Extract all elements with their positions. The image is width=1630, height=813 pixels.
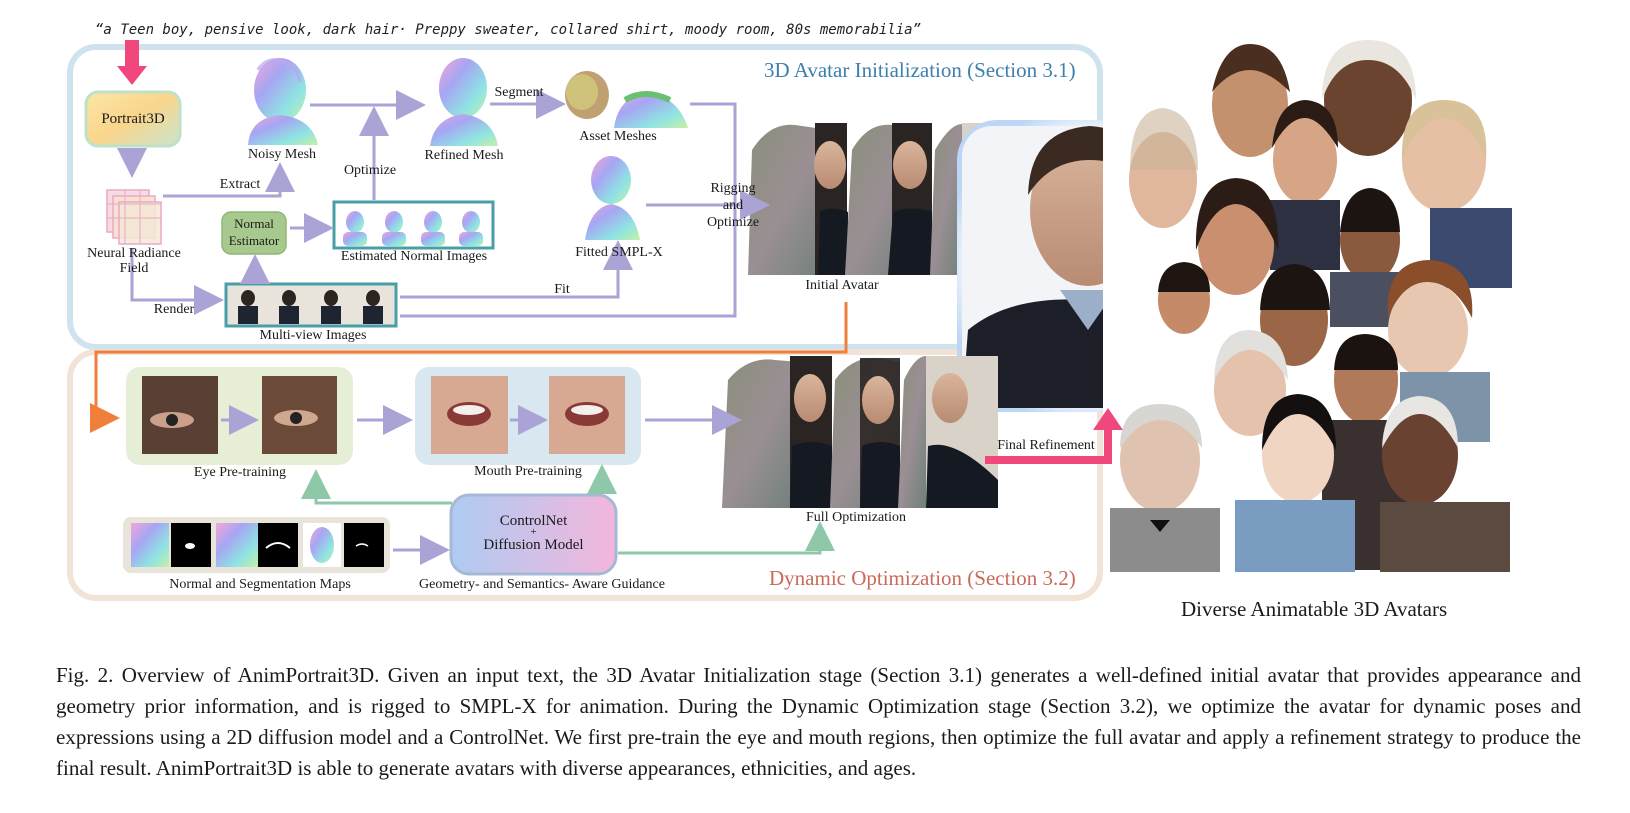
asset-meshes-label: Asset Meshes	[579, 129, 657, 144]
multiview-heads	[238, 290, 383, 324]
edge-extract: Extract	[219, 177, 261, 192]
edge-segment: Segment	[494, 85, 544, 100]
edge-optimize: Optimize	[343, 163, 397, 178]
noisy-mesh-image	[248, 58, 318, 145]
green-arrows	[301, 464, 835, 555]
portrait3d-node	[84, 90, 182, 148]
asset-meshes-image	[565, 71, 688, 128]
prompt-arrow-shaft	[125, 40, 139, 68]
normal-seg-maps-label: Normal and Segmentation Maps	[169, 577, 351, 592]
fitted-smplx-label: Fitted SMPL-X	[575, 245, 663, 260]
initial-avatar-label: Initial Avatar	[805, 278, 879, 293]
final-refinement-label: Final Refinement	[997, 438, 1095, 453]
refined-mesh-label: Refined Mesh	[424, 148, 504, 163]
mouth-pretraining-label: Mouth Pre-training	[474, 464, 582, 479]
edge-render: Render	[153, 302, 195, 317]
guidance-label: Geometry- and Semantics- Aware Guidance	[419, 577, 665, 592]
purple-arrows	[117, 89, 770, 565]
controlnet-diffusion-box	[449, 493, 618, 576]
diverse-avatars-title: Diverse Animatable 3D Avatars	[1181, 597, 1448, 621]
final-refinement-arrow	[985, 425, 1112, 464]
edge-fit: Fit	[554, 282, 570, 297]
final-refinement-arrowhead	[1093, 408, 1123, 430]
prompt-text: “a Teen boy, pensive look, dark hair· Pr…	[95, 22, 922, 38]
full-optimization-label: Full Optimization	[806, 510, 906, 525]
estimated-normals-heads	[343, 211, 483, 246]
edge-rigging: Rigging and Optimize	[706, 181, 760, 230]
full-optimization-image	[722, 356, 998, 508]
figure-caption: Fig. 2. Overview of AnimPortrait3D. Give…	[56, 663, 1581, 780]
refined-mesh-image	[430, 58, 498, 146]
noisy-mesh-label: Noisy Mesh	[247, 147, 317, 162]
nerf-icon	[106, 189, 162, 245]
orange-arrow	[90, 302, 848, 433]
prompt-arrow-head	[117, 66, 147, 85]
controlnet-plus: +	[530, 526, 537, 538]
fitted-smplx-image	[585, 156, 640, 240]
neural-field-label: Neural Radiance Field	[87, 246, 181, 276]
eye-pretraining-label: Eye Pre-training	[193, 465, 287, 480]
stage1-title: 3D Avatar Initialization (Section 3.1)	[764, 58, 1076, 82]
diffusion-model-label: Diffusion Model	[483, 537, 584, 553]
portrait3d-label: Portrait3D	[101, 111, 165, 127]
normal-estimator-label: Normal Estimator	[228, 216, 280, 248]
controlnet-label: ControlNet	[499, 513, 568, 529]
estimated-normals-label: Estimated Normal Images	[340, 249, 488, 264]
diverse-avatars-collage	[1103, 40, 1515, 573]
multiview-label: Multi-view Images	[259, 328, 367, 343]
stage2-title: Dynamic Optimization (Section 3.2)	[769, 566, 1076, 590]
